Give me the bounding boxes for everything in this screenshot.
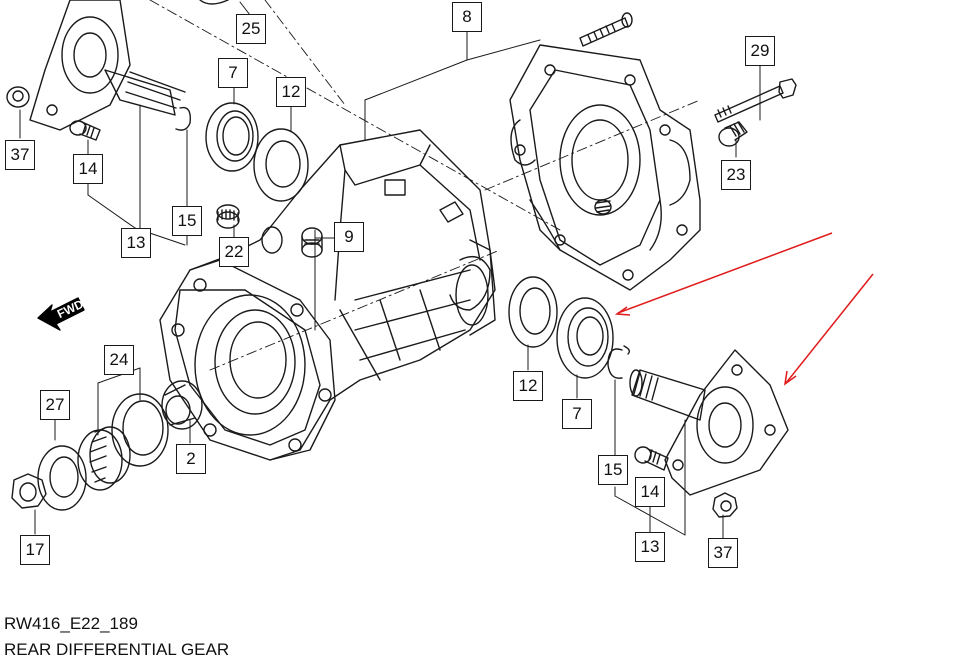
oil-seal-part-7-right <box>556 297 614 379</box>
callout-label: 8 <box>452 2 482 32</box>
fwd-direction-marker <box>37 297 85 331</box>
callout-label: 27 <box>40 390 70 420</box>
diagram-title: REAR DIFFERENTIAL GEAR <box>4 640 230 659</box>
callout-label: 29 <box>745 36 775 66</box>
callout-label: 15 <box>598 455 628 485</box>
shim-part-12-left <box>253 128 309 202</box>
callout-label: 9 <box>334 222 364 252</box>
callout-label: 12 <box>276 77 306 107</box>
bolt-part-8 <box>579 12 633 47</box>
plug-part-22 <box>216 204 240 229</box>
callout-label: 12 <box>513 371 543 401</box>
washer-part-25 <box>199 0 229 5</box>
callout-label: 2 <box>176 444 206 474</box>
callout-label: 13 <box>121 228 151 258</box>
callout-label: 23 <box>721 160 751 190</box>
snap-ring-part-15-right <box>607 345 631 379</box>
bolt-part-29 <box>714 78 797 123</box>
bolt-part-14-left <box>69 120 101 141</box>
callout-label: 25 <box>236 14 266 44</box>
red-arrow-to-flange <box>785 273 874 384</box>
bolt-part-14-right <box>634 446 669 471</box>
flange-yoke-top <box>29 0 191 131</box>
callout-label: 14 <box>635 477 665 507</box>
red-arrow-to-seal <box>617 232 833 314</box>
red-arrowhead-flange <box>783 370 797 386</box>
differential-carrier <box>159 129 496 461</box>
callout-label: 37 <box>5 140 35 170</box>
callout-label: 13 <box>635 532 665 562</box>
differential-cover <box>509 44 701 291</box>
callout-label: 14 <box>73 154 103 184</box>
annotation-arrows <box>614 232 874 386</box>
lock-nut-part-37-right <box>712 492 738 518</box>
output-flange-right <box>629 349 789 496</box>
bearing-race-part-24 <box>111 393 169 467</box>
callout-label: 7 <box>562 399 592 429</box>
spacer-part-2 <box>161 380 203 430</box>
callout-label: 37 <box>708 538 738 568</box>
roller-bearing-part-27 <box>37 426 131 511</box>
callout-label: 24 <box>104 345 134 375</box>
diagram-code: RW416_E22_189 <box>4 614 138 633</box>
callout-label: 22 <box>219 237 249 267</box>
red-arrowhead-seal <box>614 306 631 316</box>
lock-nut-part-37-left <box>6 86 30 108</box>
shim-part-12-right <box>508 276 558 348</box>
callout-label: 15 <box>172 206 202 236</box>
breather-part-9 <box>301 227 323 258</box>
stud-part-23 <box>718 121 748 147</box>
callout-label: 17 <box>20 535 50 565</box>
oil-seal-part-7-left <box>205 102 259 172</box>
callout-label: 7 <box>218 58 248 88</box>
axis-lines <box>149 0 701 371</box>
pinion-nut-part-17 <box>11 473 47 509</box>
